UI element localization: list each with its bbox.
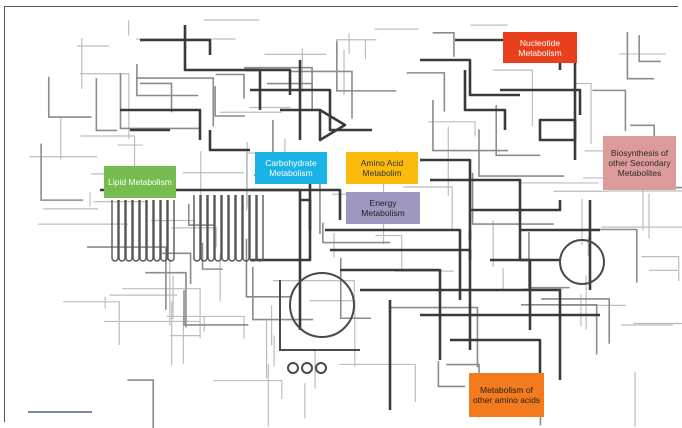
main-pathway [470,200,560,210]
secondary-pathway [627,32,654,79]
pathway-cycle [288,363,298,373]
background-pathway [213,381,282,400]
background-pathway [80,74,129,139]
secondary-pathway [41,144,83,200]
background-pathway [376,236,402,269]
lipid-coil [222,195,228,261]
background-pathway [641,257,678,281]
pathway-cycle [560,240,604,284]
secondary-pathway [341,258,371,318]
secondary-pathway [121,73,200,128]
secondary-pathway [184,290,248,325]
main-pathway [420,160,470,240]
carbohydrate-metabolism-label[interactable]: Carbohydrate Metabolism [255,152,327,184]
main-pathway [140,40,210,55]
main-pathway [540,120,575,140]
lipid-coil [250,195,256,261]
secondary-pathway [127,380,153,428]
background-pathway [576,84,591,144]
background-pathway [601,227,682,275]
background-pathway [122,289,200,339]
background-pathway [339,364,415,402]
lipid-coil [154,200,160,261]
lipid-coil [140,200,146,261]
secondary-pathway [216,75,244,99]
secondary-pathway [390,308,478,368]
energy-metabolism-label[interactable]: Energy Metabolism [346,192,420,224]
pathway-cycle [316,363,326,373]
secondary-pathway [96,78,117,130]
secondary-pathway [433,33,454,57]
main-pathway [430,180,560,260]
secondary-pathway [49,77,92,117]
secondary-pathway [592,90,625,130]
lipid-coil [257,195,263,261]
background-pathway [63,302,119,345]
lipid-coil [126,200,132,261]
biosynthesis-secondary-metabolites-label[interactable]: Biosynthesis of other Secondary Metaboli… [603,136,676,190]
secondary-pathway [407,73,445,112]
lipid-coil [236,195,242,261]
secondary-pathway [479,129,564,176]
lipid-coil [229,195,235,261]
secondary-pathway [253,267,313,320]
secondary-pathway [323,223,390,243]
amino-acid-metabolism-label[interactable]: Amino Acid Metabolim [346,152,418,184]
lipid-coil [133,200,139,261]
main-pathway [490,260,530,330]
main-pathway [320,110,345,140]
lipid-metabolism-label[interactable]: Lipid Metabolism [104,166,176,198]
secondary-pathway [639,35,661,61]
secondary-pathway [337,41,396,91]
background-pathway [151,221,194,232]
secondary-pathway [496,105,540,155]
lipid-coil [147,200,153,261]
scale-bar [28,411,92,413]
secondary-pathway [215,86,245,116]
background-pathway [94,202,146,213]
secondary-pathway [140,83,172,112]
lipid-coil [112,200,118,261]
background-pathway [309,301,354,367]
other-amino-acids-metabolism-label[interactable]: Metabolism of other amino acids [469,373,544,417]
main-pathway [210,130,250,150]
background-pathway [493,70,532,126]
nucleotide-metabolism-label[interactable]: Nucleotide Metabolism [503,32,577,63]
background-pathway [428,122,475,137]
pathway-cycle [302,363,312,373]
secondary-pathway [136,78,213,126]
lipid-coil [119,200,125,261]
main-pathway [330,250,470,260]
background-pathway [273,281,354,307]
lipid-coil [168,200,174,261]
